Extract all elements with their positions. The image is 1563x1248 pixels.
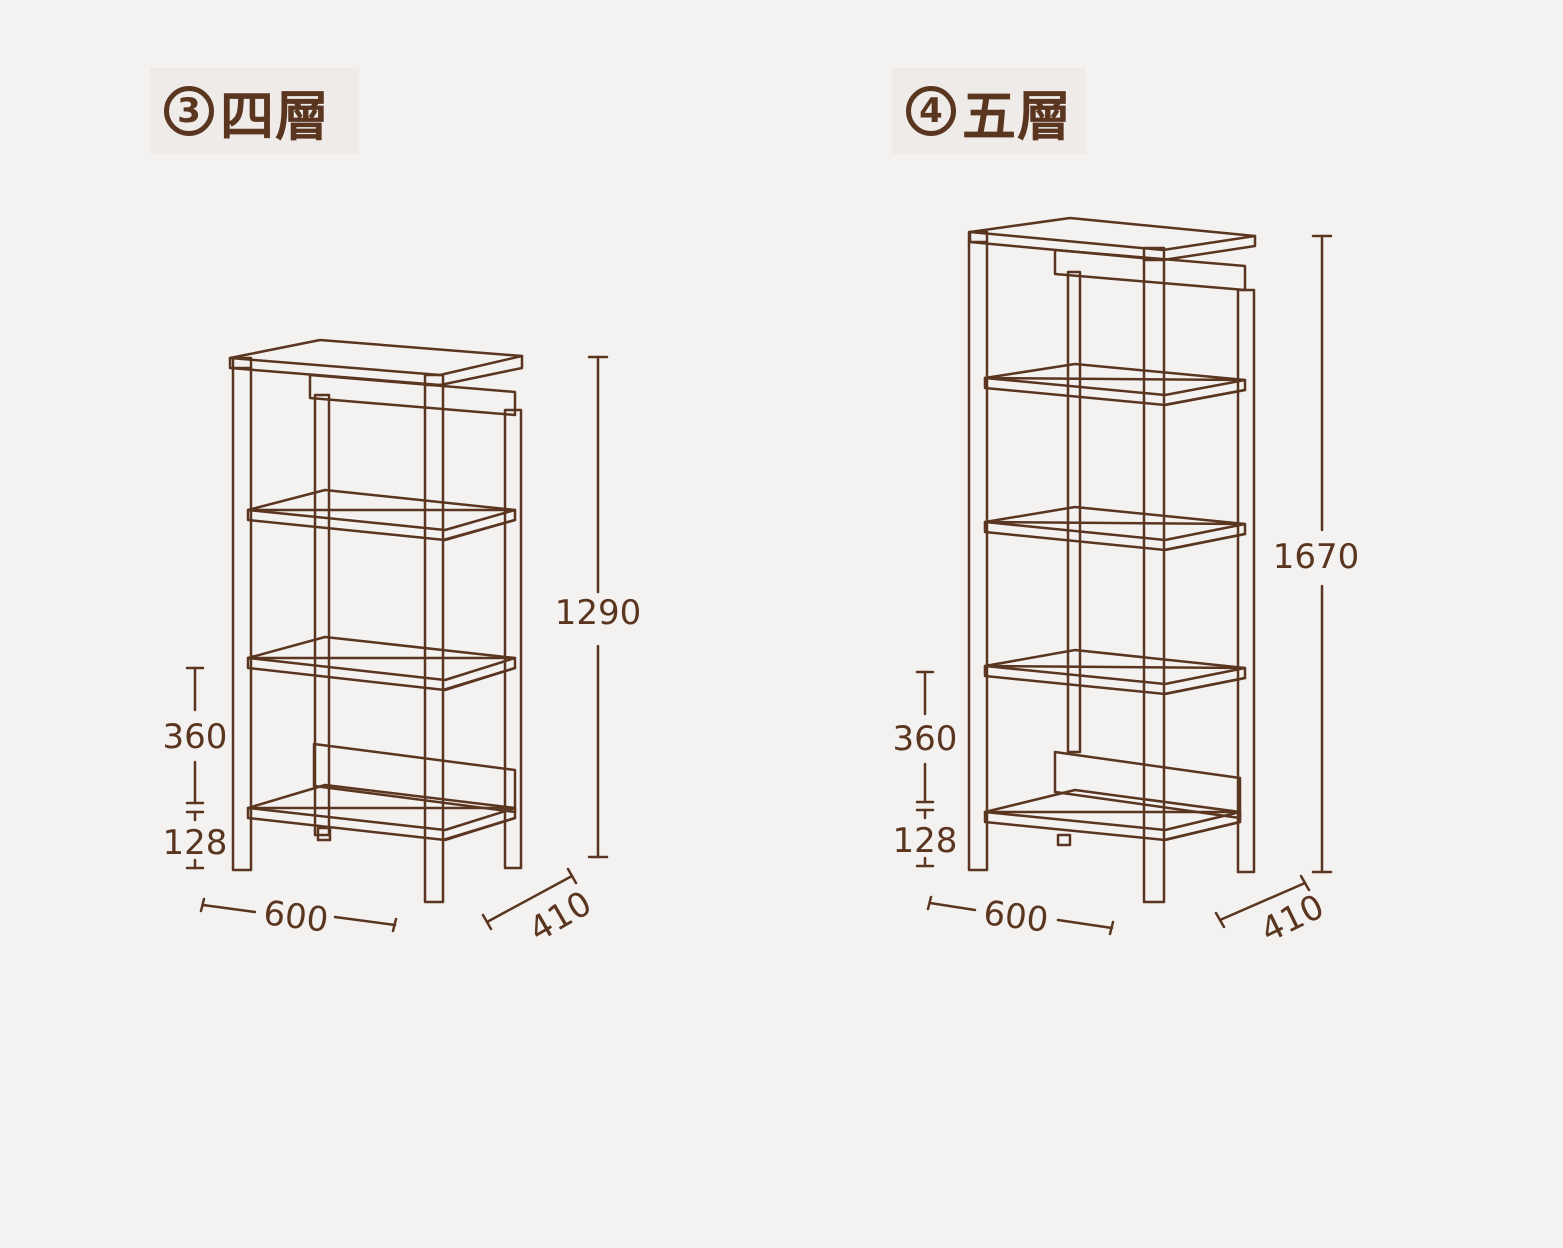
bottom-clearance-label: 128	[893, 821, 958, 861]
depth-label: 410	[522, 883, 598, 950]
title-text: 四層	[220, 84, 330, 148]
shelf-gap-label: 360	[163, 717, 228, 757]
title-four-tier: 3 四層	[150, 68, 359, 154]
height-label: 1670	[1273, 537, 1360, 577]
five-tier-dimensions	[915, 234, 1333, 936]
four-tier-dimensions	[185, 355, 609, 933]
shelf-gap-label: 360	[893, 719, 958, 759]
width-label: 600	[261, 893, 330, 941]
title-five-tier: 4 五層	[892, 68, 1086, 154]
four-tier-shelf-drawing	[228, 338, 524, 904]
number-badge: 4	[906, 86, 956, 136]
title-text: 五層	[962, 84, 1072, 148]
depth-label: 410	[1255, 887, 1331, 951]
bottom-clearance-label: 128	[163, 823, 228, 863]
five-tier-shelf-drawing	[967, 216, 1257, 904]
width-label: 600	[981, 893, 1050, 941]
height-label: 1290	[555, 593, 642, 633]
number-badge: 3	[164, 86, 214, 136]
